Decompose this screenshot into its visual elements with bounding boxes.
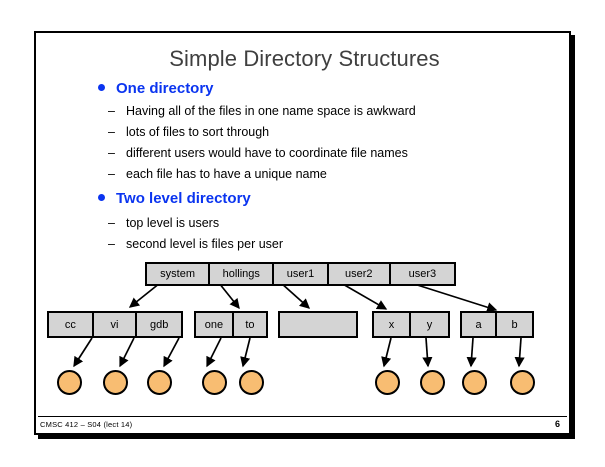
slide-frame: Simple Directory Structures One director…: [34, 31, 571, 435]
dir-cell-user2[interactable]: user2: [328, 264, 391, 284]
directory-tree-diagram: system hollings user1 user2 user3 cc vi …: [36, 33, 573, 437]
sub-bullet-1-3-label: different users would have to coordinate…: [126, 146, 408, 160]
bullet-two-level-directory-label: Two level directory: [116, 190, 251, 207]
file-cell-a[interactable]: a: [462, 313, 498, 336]
sub-bullet-2-1-label: top level is users: [126, 216, 220, 230]
files-row-user3[interactable]: a b: [460, 311, 534, 338]
page-number: 6: [554, 419, 560, 429]
sub-bullet-1-4: –each file has to have a unique name: [108, 167, 327, 181]
bullet-one-directory: One directory: [98, 80, 214, 97]
file-cell-y[interactable]: y: [411, 313, 448, 336]
leaf-node-one[interactable]: [202, 370, 227, 395]
bullet-dot-icon: [98, 83, 105, 91]
leaf-node-a[interactable]: [462, 370, 487, 395]
bullet-two-level-directory: Two level directory: [98, 190, 251, 207]
files-row-hollings[interactable]: one to: [194, 311, 268, 338]
leaf-node-to[interactable]: [239, 370, 264, 395]
sub-bullet-1-2-label: lots of files to sort through: [126, 125, 270, 139]
sub-bullet-1-1-label: Having all of the files in one name spac…: [126, 104, 416, 118]
file-cell-vi[interactable]: vi: [93, 313, 138, 336]
leaf-node-gdb[interactable]: [147, 370, 172, 395]
dash-icon: –: [108, 146, 115, 160]
leaf-node-b[interactable]: [510, 370, 535, 395]
dash-icon: –: [108, 104, 115, 118]
footer-course-label: CMSC 412 – S04 (lect 14): [40, 420, 133, 429]
leaf-node-vi[interactable]: [103, 370, 128, 395]
file-cell-gdb[interactable]: gdb: [137, 313, 182, 336]
dir-cell-system[interactable]: system: [147, 264, 211, 284]
dash-icon: –: [108, 237, 115, 251]
bullet-one-directory-label: One directory: [116, 80, 214, 97]
file-cell-b[interactable]: b: [497, 313, 532, 336]
dir-cell-user1[interactable]: user1: [274, 264, 329, 284]
file-cell-cc[interactable]: cc: [49, 313, 94, 336]
file-cell-to[interactable]: to: [233, 313, 266, 336]
leaf-node-x[interactable]: [375, 370, 400, 395]
bullet-dot-icon: [98, 193, 105, 201]
dash-icon: –: [108, 216, 115, 230]
sub-bullet-1-3: –different users would have to coordinat…: [108, 146, 408, 160]
sub-bullet-2-2: –second level is files per user: [108, 237, 283, 251]
dash-icon: –: [108, 125, 115, 139]
file-cell-one[interactable]: one: [196, 313, 234, 336]
diagram-arrows: [73, 282, 525, 368]
page-title: Simple Directory Structures: [169, 46, 440, 71]
footer-divider: [38, 416, 567, 417]
dir-cell-user3[interactable]: user3: [390, 264, 454, 284]
dir-cell-hollings[interactable]: hollings: [210, 264, 275, 284]
file-cell-x[interactable]: x: [374, 313, 412, 336]
leaf-node-y[interactable]: [420, 370, 445, 395]
sub-bullet-1-2: –lots of files to sort through: [108, 125, 269, 139]
sub-bullet-2-1: –top level is users: [108, 216, 219, 230]
sub-bullet-1-4-label: each file has to have a unique name: [126, 167, 327, 181]
sub-bullet-2-2-label: second level is files per user: [126, 237, 284, 251]
files-row-user1[interactable]: [278, 311, 358, 338]
leaf-node-cc[interactable]: [57, 370, 82, 395]
sub-bullet-1-1: –Having all of the files in one name spa…: [108, 104, 416, 118]
files-row-user2[interactable]: x y: [372, 311, 450, 338]
files-row-system[interactable]: cc vi gdb: [47, 311, 183, 338]
root-directory-row[interactable]: system hollings user1 user2 user3: [145, 262, 456, 286]
file-cell-user1-empty[interactable]: [280, 313, 356, 336]
dash-icon: –: [108, 167, 115, 181]
